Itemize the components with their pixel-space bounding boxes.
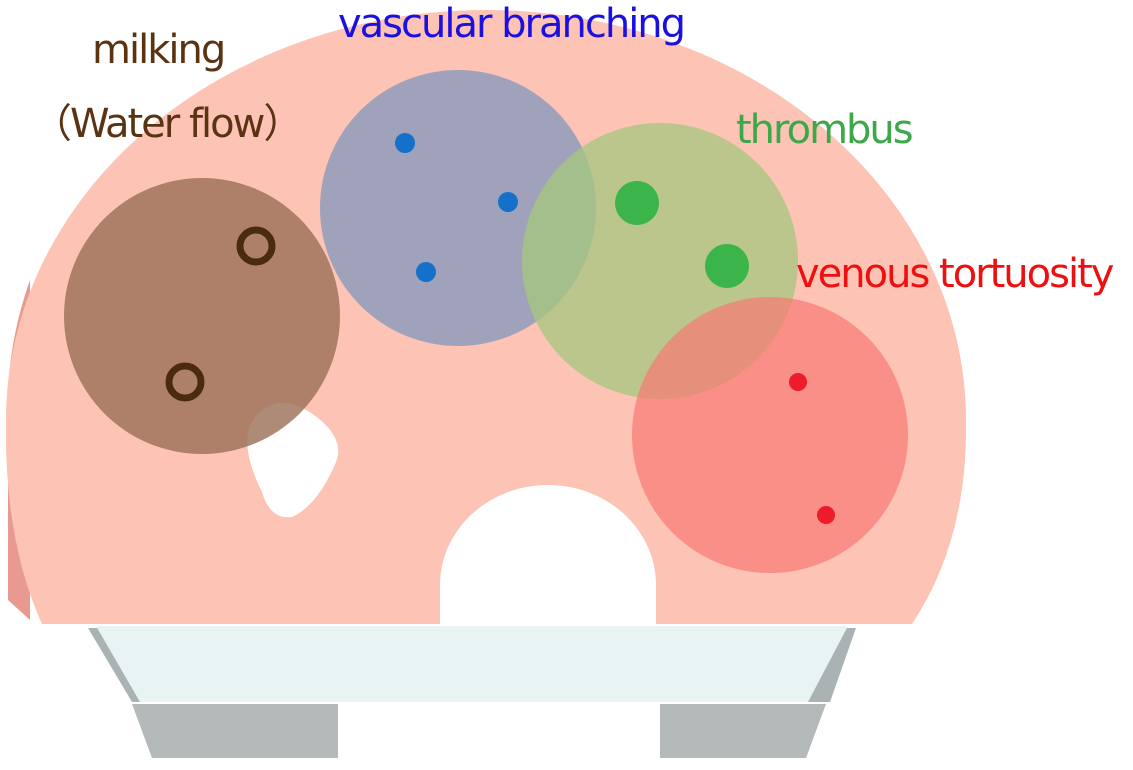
thrombus-label: thrombus xyxy=(736,107,914,153)
foot-right xyxy=(660,704,826,758)
venous-dot xyxy=(789,373,807,391)
venous-tortuosity-label: venous tortuosity xyxy=(796,251,1114,297)
venous-dot xyxy=(817,506,835,524)
venous-zone xyxy=(632,297,908,573)
milking-ring xyxy=(236,226,276,266)
thrombus-dot xyxy=(705,244,749,288)
milking-ring xyxy=(165,362,205,402)
thrombus-dot xyxy=(615,181,659,225)
milking-label: milking xyxy=(92,27,226,73)
vascular-dot xyxy=(395,133,415,153)
tray xyxy=(96,626,848,702)
milking-zone xyxy=(64,178,340,454)
water-flow-label: （Water flow） xyxy=(32,101,303,147)
foot-left xyxy=(132,704,338,758)
vascular-branching-label: vascular branching xyxy=(338,1,686,47)
vascular-dot xyxy=(416,262,436,282)
vascular-dot xyxy=(498,192,518,212)
